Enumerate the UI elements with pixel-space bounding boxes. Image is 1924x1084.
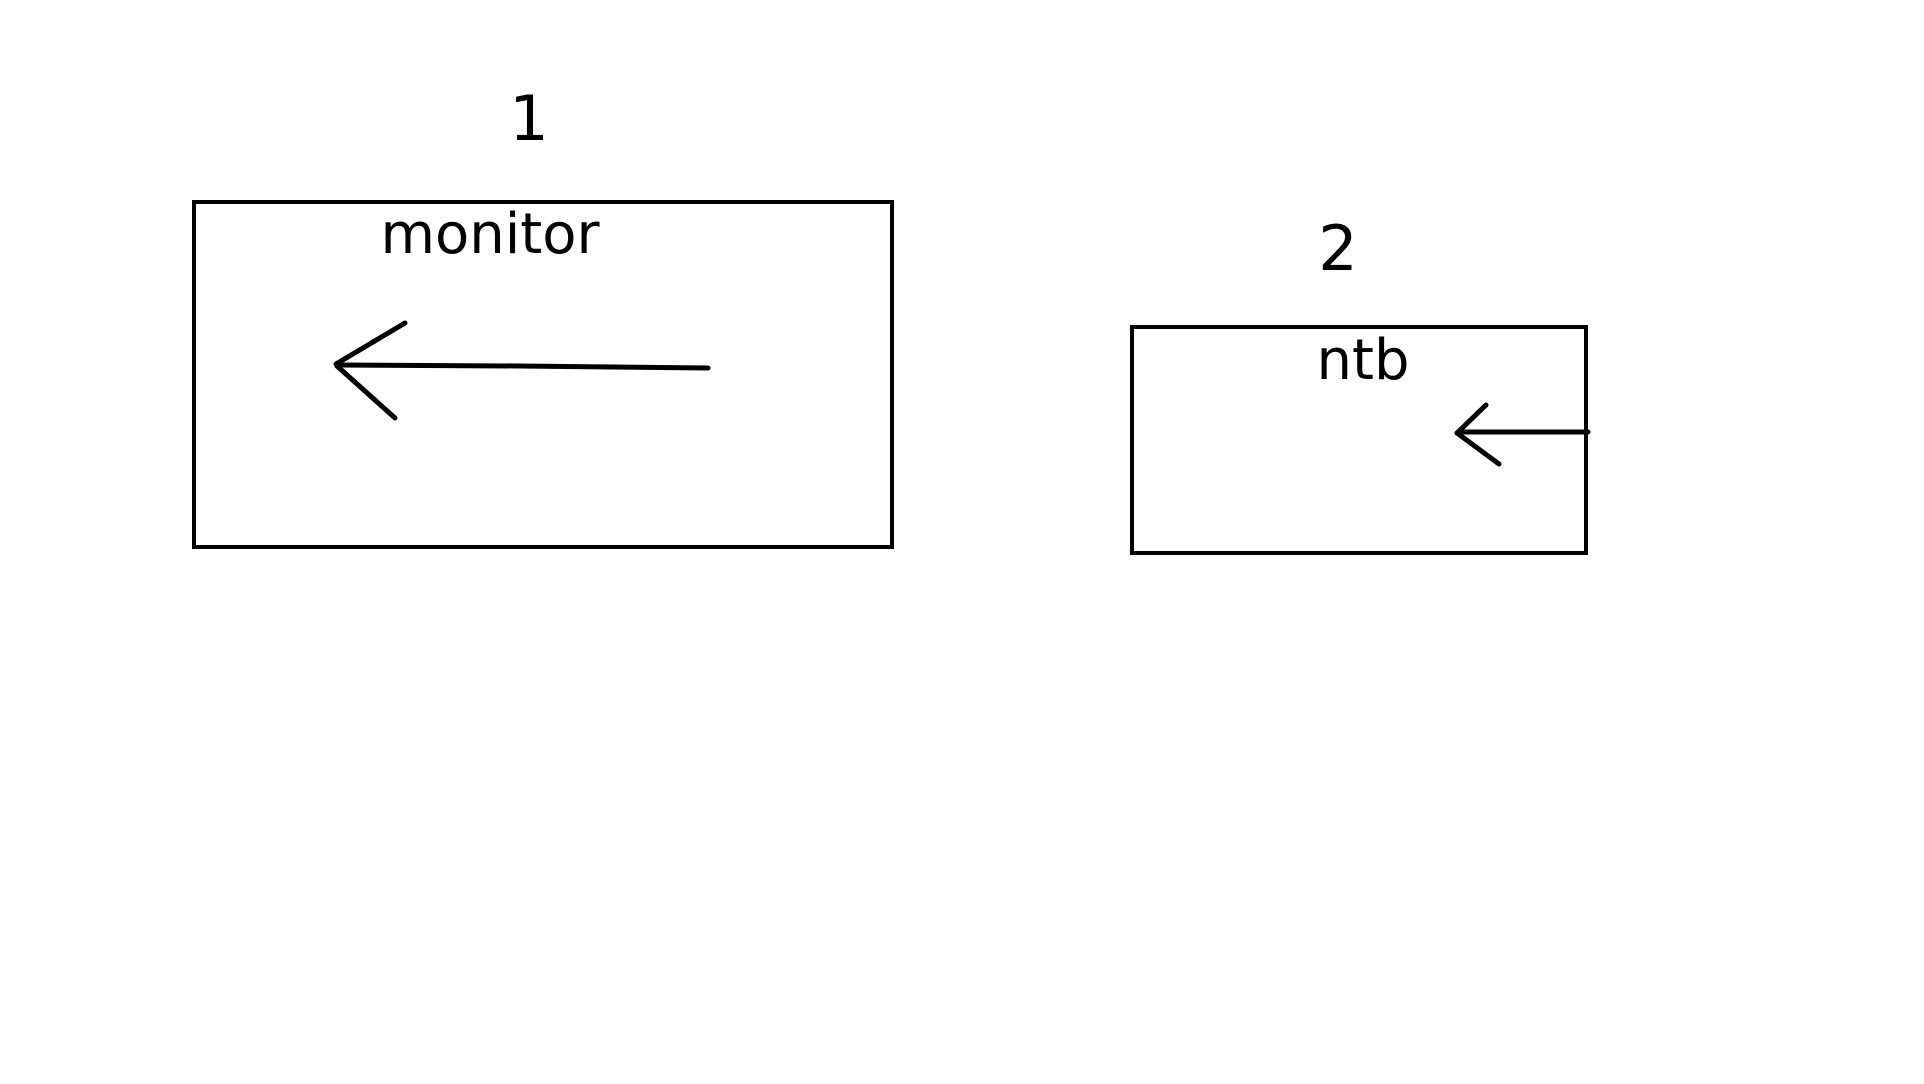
ntb-box-label: ntb xyxy=(1316,328,1410,393)
node-2-number-label: 2 xyxy=(1318,212,1358,285)
ntb-box xyxy=(1130,325,1588,555)
monitor-box xyxy=(192,200,894,549)
node-1-number-label: 1 xyxy=(509,82,549,155)
monitor-box-label: monitor xyxy=(380,202,600,267)
